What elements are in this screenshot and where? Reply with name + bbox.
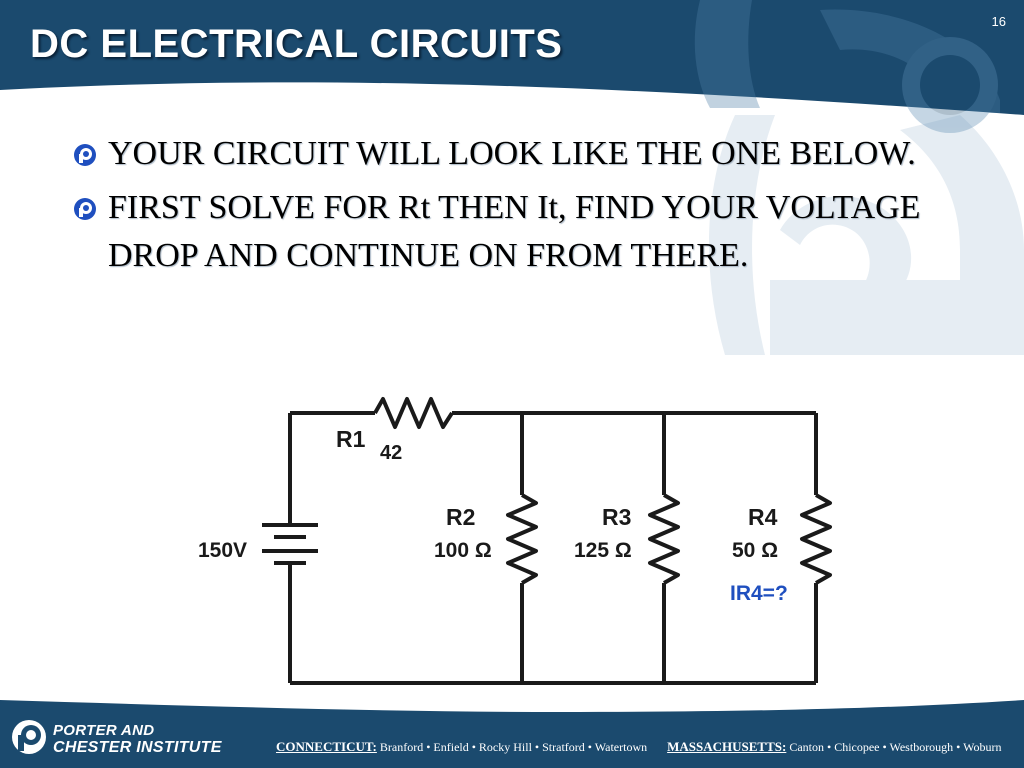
r4-value: 50 Ω bbox=[732, 539, 778, 562]
bullet-text: YOUR CIRCUIT WILL LOOK LIKE THE ONE BELO… bbox=[108, 135, 916, 172]
page-number: 16 bbox=[991, 14, 1006, 29]
resistor-r3 bbox=[648, 493, 680, 585]
battery-symbol bbox=[262, 523, 318, 565]
r2-value: 100 Ω bbox=[434, 539, 492, 562]
r1-value: 42 bbox=[380, 442, 402, 464]
r2-label: R2 bbox=[446, 504, 475, 530]
source-label: 150V bbox=[198, 539, 247, 562]
institute-name-line1: PORTER AND bbox=[53, 722, 155, 739]
bullet-logo-icon bbox=[72, 142, 98, 168]
bullet-item: YOUR CIRCUIT WILL LOOK LIKE THE ONE BELO… bbox=[72, 130, 932, 178]
institute-name: PORTER AND CHESTER INSTITUTE bbox=[53, 722, 222, 756]
bullet-logo-icon bbox=[72, 196, 98, 222]
r3-value: 125 Ω bbox=[574, 539, 632, 562]
footer-locations: CONNECTICUT: Branford • Enfield • Rocky … bbox=[276, 739, 1002, 755]
connecticut-campuses: Branford • Enfield • Rocky Hill • Stratf… bbox=[379, 740, 648, 754]
question-label: IR4=? bbox=[730, 582, 788, 605]
state-massachusetts: MASSACHUSETTS: bbox=[667, 739, 787, 754]
r1-label: R1 bbox=[336, 426, 366, 452]
bullet-list: YOUR CIRCUIT WILL LOOK LIKE THE ONE BELO… bbox=[72, 130, 932, 286]
resistor-r4 bbox=[800, 493, 832, 585]
bullet-item: FIRST SOLVE FOR Rt THEN It, FIND YOUR VO… bbox=[72, 184, 932, 280]
bullet-text: FIRST SOLVE FOR Rt THEN It, FIND YOUR VO… bbox=[108, 189, 921, 274]
slide-title: DC ELECTRICAL CIRCUITS bbox=[30, 22, 563, 66]
institute-logo-icon bbox=[12, 720, 46, 754]
r3-label: R3 bbox=[602, 504, 631, 530]
massachusetts-campuses: Canton • Chicopee • Westborough • Woburn bbox=[789, 740, 1002, 754]
r4-label: R4 bbox=[748, 504, 778, 530]
circuit-diagram: 150V R1 42 R2 100 Ω R3 125 Ω R4 50 Ω IR4… bbox=[198, 397, 832, 685]
header-watermark bbox=[694, 0, 1000, 133]
resistor-r1 bbox=[373, 397, 454, 429]
state-connecticut: CONNECTICUT: bbox=[276, 739, 377, 754]
resistor-r2 bbox=[506, 493, 538, 585]
institute-name-line2: CHESTER INSTITUTE bbox=[53, 739, 222, 756]
watermark-logo bbox=[708, 115, 1024, 355]
